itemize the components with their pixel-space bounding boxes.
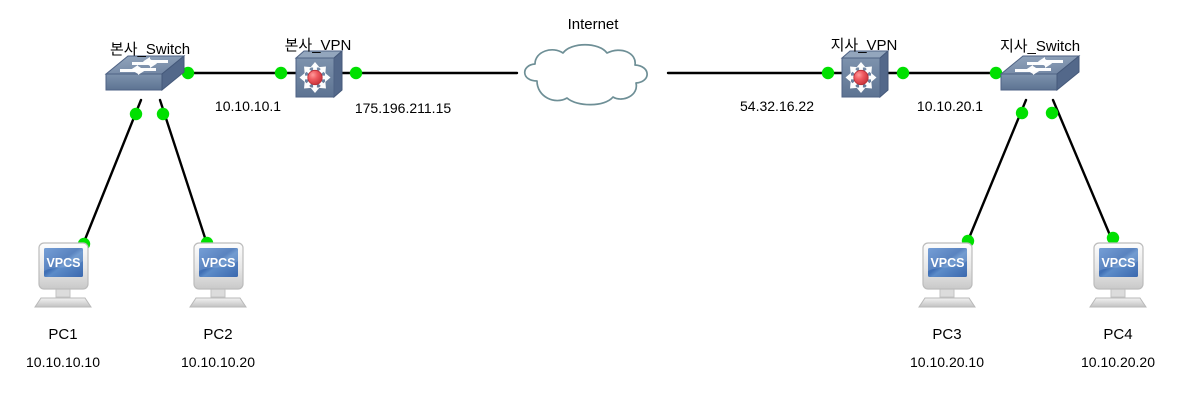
links-group <box>80 71 1114 249</box>
device-ip-label-pc1: 10.10.10.10 <box>26 354 100 370</box>
dot-branch-vpn-lan[interactable] <box>896 66 910 80</box>
device-ip-label-pc2: 10.10.10.20 <box>181 354 255 370</box>
device-label-branch-switch: 지사_Switch <box>999 38 1081 55</box>
dot-branch-switch-port1[interactable] <box>1015 106 1029 120</box>
device-label-pc3: PC3 <box>932 326 962 343</box>
dot-pc4[interactable] <box>1106 231 1120 245</box>
pc-screen-text: VPCS <box>46 256 80 270</box>
endpoint-dots-group <box>77 66 1120 251</box>
device-branch-switch-icon[interactable] <box>999 54 1081 92</box>
device-pc1-icon[interactable]: VPCS <box>34 242 92 308</box>
device-label-branch-vpn: 지사_VPN <box>830 37 898 54</box>
device-pc2-icon[interactable]: VPCS <box>189 242 247 308</box>
device-label-pc1: PC1 <box>48 326 78 343</box>
device-hq-vpn-icon[interactable] <box>294 49 344 99</box>
device-ip-label-pc3: 10.10.20.10 <box>910 354 984 370</box>
dot-hq-switch-port1[interactable] <box>129 107 143 121</box>
dot-hq-vpn-wan[interactable] <box>349 66 363 80</box>
pc-screen-text: VPCS <box>201 256 235 270</box>
device-label-internet: Internet <box>567 16 619 33</box>
link-hq-switch-to-pc2[interactable] <box>158 98 210 249</box>
device-branch-vpn-icon[interactable] <box>840 49 890 99</box>
dot-hq-switch-uplink[interactable] <box>181 66 195 80</box>
interface-ip-branch-vpn-lan: 10.10.20.1 <box>916 98 984 114</box>
device-label-hq-switch: 본사_Switch <box>109 41 191 58</box>
device-pc3-icon[interactable]: VPCS <box>918 242 976 308</box>
dot-branch-switch-port2[interactable] <box>1045 106 1059 120</box>
dot-hq-vpn-lan[interactable] <box>274 66 288 80</box>
device-ip-label-pc4: 10.10.20.20 <box>1081 354 1155 370</box>
dot-branch-switch-uplink[interactable] <box>989 66 1003 80</box>
device-pc4-icon[interactable]: VPCS <box>1089 242 1147 308</box>
interface-ip-hq-vpn-lan: 10.10.10.1 <box>214 98 282 114</box>
pc-screen-text: VPCS <box>930 256 964 270</box>
device-label-pc4: PC4 <box>1103 326 1133 343</box>
link-branch-switch-to-pc3[interactable] <box>965 98 1028 245</box>
link-hq-switch-to-pc1[interactable] <box>80 98 143 249</box>
device-label-pc2: PC2 <box>203 326 233 343</box>
pc-screen-text: VPCS <box>1101 256 1135 270</box>
dot-branch-vpn-wan[interactable] <box>821 66 835 80</box>
interface-ip-hq-vpn-wan: 175.196.211.15 <box>354 100 452 116</box>
device-label-hq-vpn: 본사_VPN <box>284 37 352 54</box>
device-hq-switch-icon[interactable] <box>104 54 186 92</box>
link-branch-switch-to-pc4[interactable] <box>1051 98 1114 242</box>
devices-group: VPCS VPCS VPCS VPCS <box>34 43 1147 308</box>
dot-hq-switch-port2[interactable] <box>156 107 170 121</box>
interface-ip-branch-vpn-wan: 54.32.16.22 <box>740 98 814 114</box>
device-internet-icon[interactable] <box>523 43 648 106</box>
